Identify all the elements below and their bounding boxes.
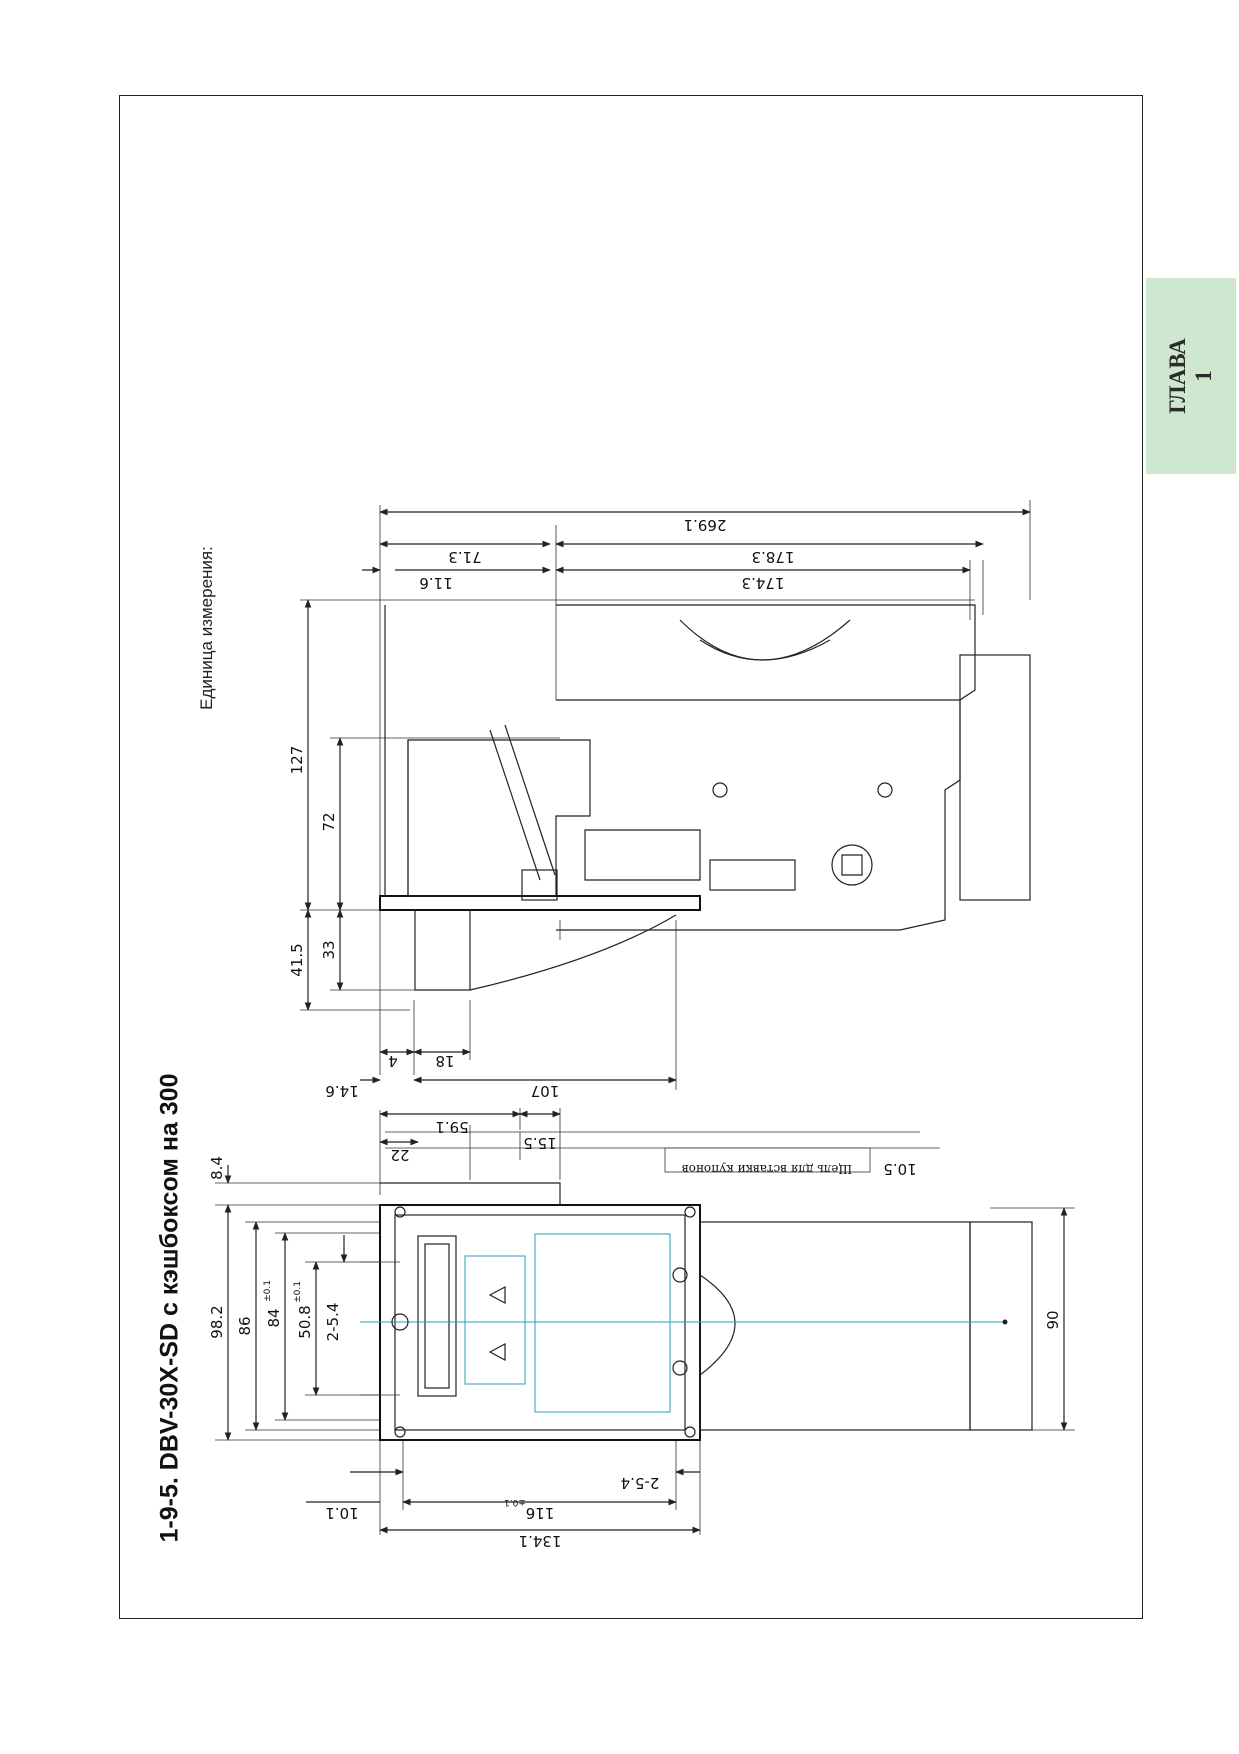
dim-90: 90	[1044, 1310, 1062, 1329]
dim-50-8: 50.8	[296, 1305, 314, 1338]
chapter-tab	[1146, 278, 1236, 474]
dim-98-2: 98.2	[208, 1305, 226, 1338]
dim-2-5-4: 2-5.4	[324, 1303, 342, 1342]
dim-59-1: 59.1	[435, 1118, 468, 1136]
dim-10-5: 10.5	[883, 1160, 916, 1178]
front-view: 10.5 Щель для вставки купонов 22 59.1 15…	[208, 1108, 1075, 1550]
dim-134-1: 134.1	[519, 1532, 562, 1550]
dim-10-1: 10.1	[325, 1504, 358, 1522]
front-view-body	[360, 1182, 1033, 1441]
dim-84-tol: ±0.1	[263, 1280, 273, 1302]
dim-107: 107	[531, 1082, 560, 1100]
dim-15-5: 15.5	[523, 1134, 556, 1152]
dim-86: 86	[236, 1316, 254, 1335]
dim-8-4: 8.4	[208, 1156, 226, 1180]
dim-2-5-4-b: 2-5.4	[621, 1474, 660, 1492]
dim-127: 127	[288, 746, 306, 775]
side-view-body	[379, 604, 1031, 991]
dim-178-3: 178.3	[752, 548, 795, 566]
dim-269-1: 269.1	[684, 516, 727, 534]
dim-4: 4	[388, 1052, 398, 1070]
page-frame	[119, 95, 1143, 1619]
dim-11-6: 11.6	[419, 574, 452, 592]
coupon-slot-note: Щель для вставки купонов	[682, 1162, 853, 1176]
dim-84: 84	[265, 1308, 283, 1327]
coupon-slot-box	[664, 1147, 871, 1173]
dim-14-6: 14.6	[325, 1082, 358, 1100]
dim-116: 116	[526, 1504, 555, 1522]
dim-72: 72	[320, 812, 338, 831]
side-view: 269.1 178.3 71.3 11.6 174.3 127 72 41.5 …	[288, 500, 1031, 1100]
dim-22: 22	[390, 1146, 409, 1164]
dim-174-3: 174.3	[742, 574, 785, 592]
dim-41-5: 41.5	[288, 943, 306, 976]
dim-71-3: 71.3	[448, 548, 481, 566]
dim-50-8-tol: ±0.1	[293, 1281, 303, 1303]
dim-116-tol: ±0.1	[504, 1497, 526, 1507]
dim-33: 33	[320, 940, 338, 959]
dim-18: 18	[435, 1052, 454, 1070]
